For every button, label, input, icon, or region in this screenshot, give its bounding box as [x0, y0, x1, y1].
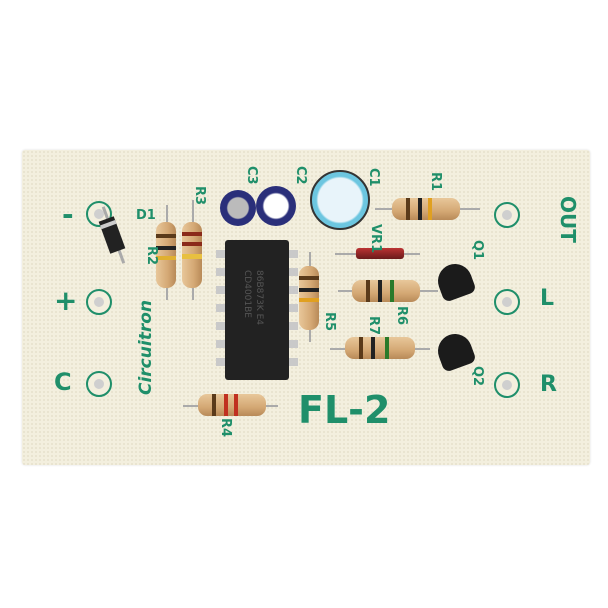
ic-chip: 86B873K E4 CD4001BE	[216, 240, 298, 380]
resistor-r1	[392, 198, 460, 220]
label-r7: R7	[366, 316, 381, 336]
label-q2: Q2	[470, 366, 485, 387]
terminal-l-label: L	[540, 286, 555, 311]
label-r5: R5	[322, 312, 337, 332]
label-d1: D1	[136, 208, 156, 223]
label-r6: R6	[394, 306, 409, 326]
terminal-r-label: R	[540, 372, 557, 397]
terminal-c-label: C	[54, 368, 72, 396]
solder-pad	[494, 289, 520, 315]
resistor-r7	[345, 337, 415, 359]
capacitor-c3	[220, 190, 256, 226]
model-label: FL-2	[298, 388, 391, 432]
brand-logo: Circuitron	[136, 300, 156, 395]
label-vr1: VR1	[368, 224, 383, 254]
terminal-plus-label: +	[54, 284, 78, 317]
label-c2: C2	[293, 166, 308, 185]
label-c3: C3	[244, 166, 259, 185]
zener-vr1	[356, 248, 404, 259]
terminal-out-label: OUT	[556, 196, 580, 243]
label-r1: R1	[428, 172, 443, 192]
resistor-r4	[198, 394, 266, 416]
resistor-r6	[352, 280, 420, 302]
capacitor-c1	[310, 170, 370, 230]
resistor-r3	[182, 222, 202, 288]
terminal-minus-label: -	[62, 198, 74, 231]
solder-pad	[494, 202, 520, 228]
label-r2: R2	[144, 246, 159, 266]
solder-pad	[494, 372, 520, 398]
solder-pad	[86, 289, 112, 315]
label-c1: C1	[366, 168, 381, 187]
label-q1: Q1	[470, 240, 485, 261]
resistor-r5	[299, 266, 319, 330]
capacitor-c2	[256, 186, 296, 226]
chip-marking: 86B873K E4 CD4001BE	[242, 270, 264, 325]
resistor-r2	[156, 222, 176, 288]
solder-pad	[86, 371, 112, 397]
label-r3: R3	[192, 186, 207, 206]
label-r4: R4	[218, 418, 233, 438]
